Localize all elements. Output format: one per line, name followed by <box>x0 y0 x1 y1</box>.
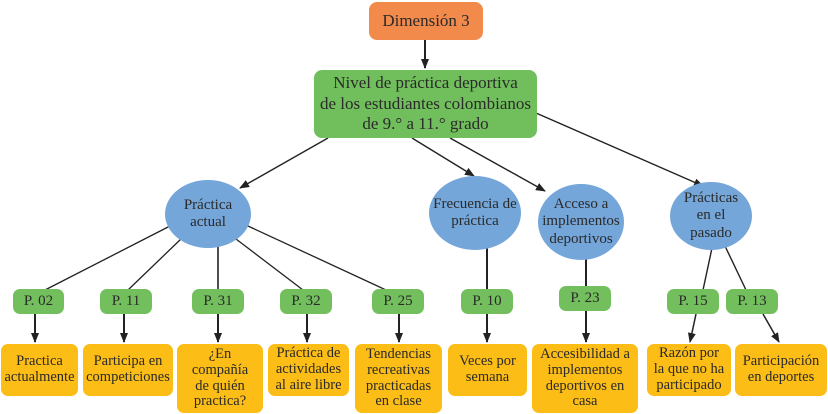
edge-main-acceso <box>449 137 546 192</box>
edge-p13-desc <box>762 313 780 343</box>
edge-actual-p25 <box>247 225 387 291</box>
question-code-p13: P. 13 <box>726 289 778 314</box>
edge-main-pasado <box>535 112 704 187</box>
edge-pasado-p15 <box>702 247 713 291</box>
description-p10: Veces por semana <box>448 344 527 396</box>
root-node-dimension: Dimensión 3 <box>369 2 483 40</box>
question-code-p31: P. 31 <box>192 289 244 314</box>
question-code-p10: P. 10 <box>461 289 513 314</box>
main-node: Nivel de práctica deportiva de los estud… <box>314 70 537 138</box>
edge-main-frecuencia <box>411 137 475 177</box>
edge-main-practica-actual <box>239 137 329 189</box>
question-code-p23: P. 23 <box>559 286 611 311</box>
question-code-p15: P. 15 <box>667 289 719 314</box>
question-code-p11: P. 11 <box>100 289 152 314</box>
question-code-p32: P. 32 <box>280 289 332 314</box>
category-practicas-pasado: Prácticas en el pasado <box>670 182 752 250</box>
edge-pasado-p13 <box>724 245 747 291</box>
question-code-p25: P. 25 <box>372 289 424 314</box>
main-node-line-3: de 9.° a 11.° grado <box>362 114 489 134</box>
edge-actual-p11 <box>127 237 183 291</box>
edge-p15-desc <box>687 313 697 343</box>
description-p13: Participación en deportes <box>735 344 827 396</box>
description-p11: Participa en competiciones <box>83 344 173 396</box>
edge-actual-p02 <box>44 225 171 291</box>
edge-actual-p32 <box>235 238 304 291</box>
description-p15: Razón por la que no ha participado <box>647 344 731 396</box>
question-code-p02: P. 02 <box>13 289 64 314</box>
category-frecuencia-practica: Frecuencia de práctica <box>429 176 521 250</box>
main-node-line-1: Nivel de práctica deportiva <box>333 73 518 93</box>
main-node-line-2: de los estudiantes colombianos <box>319 93 532 113</box>
description-p31: ¿En compañía de quién practica? <box>177 344 263 413</box>
category-practica-actual: Práctica actual <box>165 180 251 248</box>
category-acceso-implementos: Acceso a implementos deportivos <box>538 184 624 260</box>
description-p23: Accesibilidad a implementos deportivos e… <box>532 344 638 413</box>
description-p25: Tendencias recreativas practicadas en cl… <box>355 344 442 413</box>
description-p02: Practica actualmente <box>1 344 78 396</box>
description-p32: Práctica de actividades al aire libre <box>268 344 349 396</box>
